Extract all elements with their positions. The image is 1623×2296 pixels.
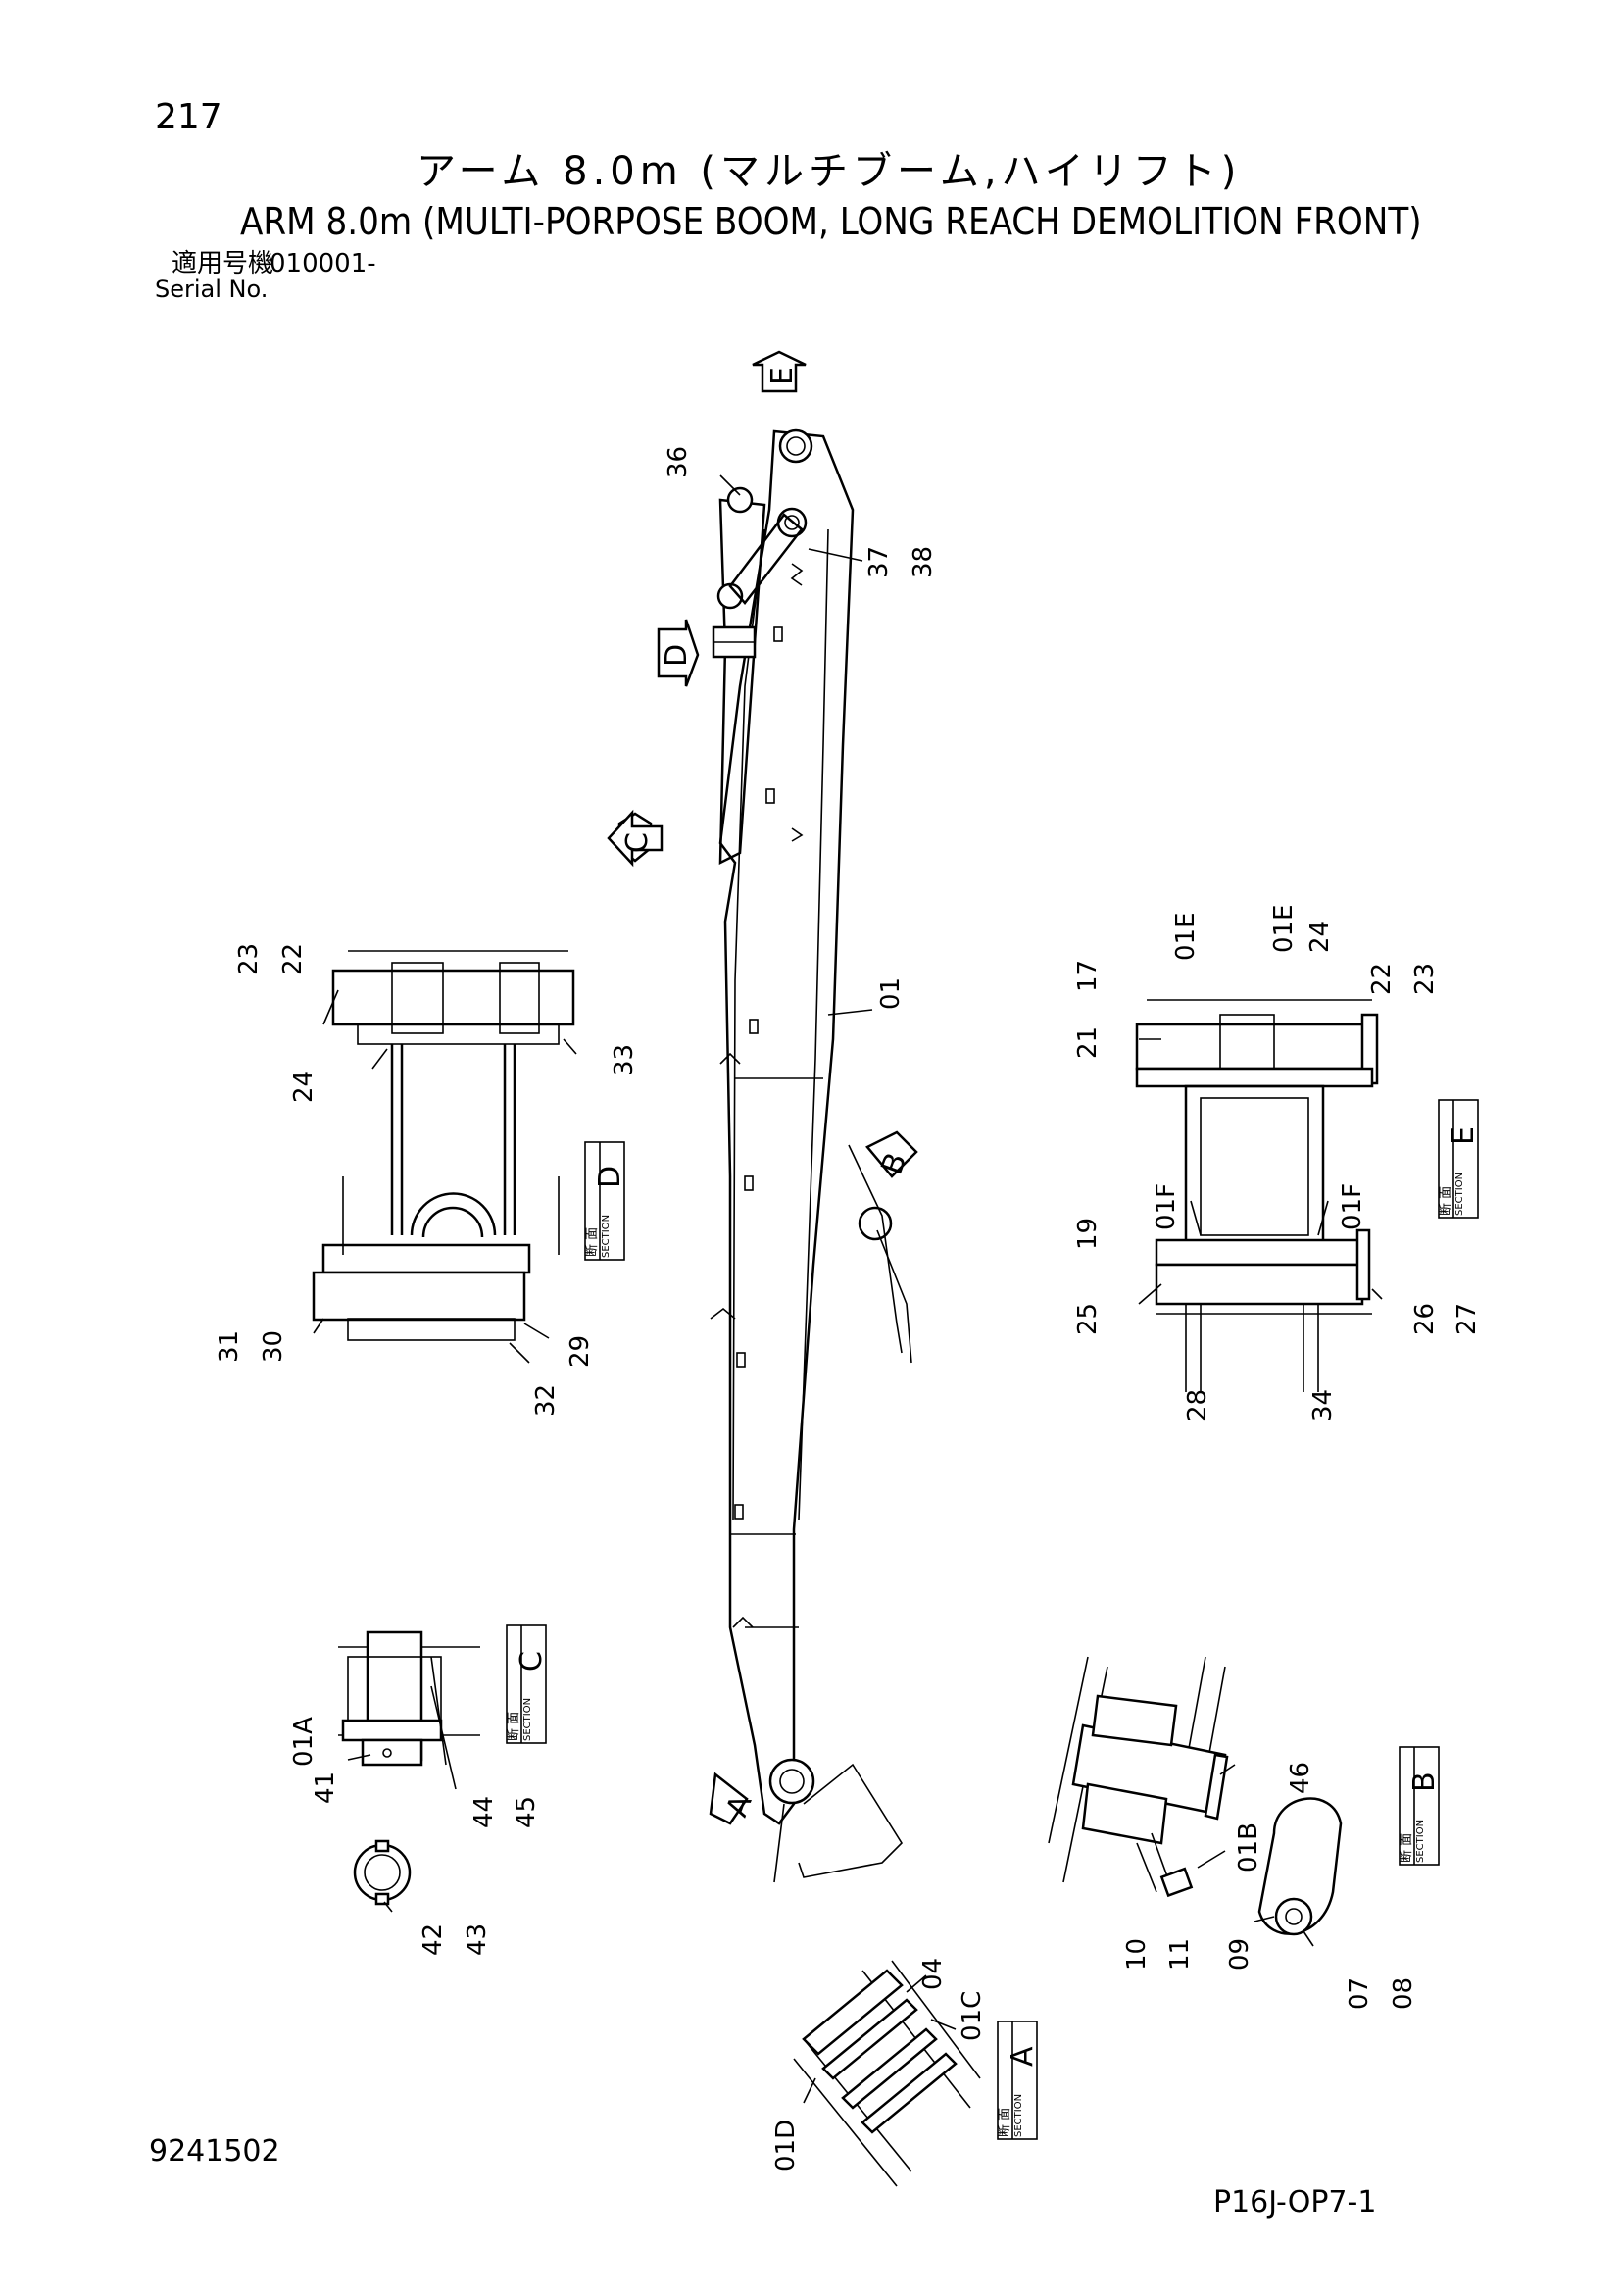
- part-label: 01C: [958, 1991, 987, 2041]
- part-label: 28: [1183, 1389, 1212, 1422]
- view-marker-e: E: [752, 350, 807, 393]
- part-label: 37: [864, 546, 894, 578]
- section-letter: B: [1407, 1772, 1442, 1792]
- part-label: 31: [215, 1330, 244, 1363]
- serial-value: 010001-: [270, 249, 376, 278]
- part-label: 32: [531, 1384, 561, 1417]
- view-marker-a: A: [709, 1772, 760, 1825]
- part-label: 38: [909, 546, 938, 578]
- section-d-view: [312, 950, 577, 1364]
- part-label: 23: [234, 943, 264, 975]
- section-label-jp: 断 面: [585, 1227, 600, 1257]
- section-c-tag: C 断 面 SECTION: [506, 1624, 549, 1744]
- view-letter: D: [660, 644, 694, 667]
- section-c-view: [338, 1630, 480, 1913]
- part-label: 01A: [289, 1717, 319, 1767]
- title-japanese: アーム 8.0m (マルチブーム,ハイリフト): [417, 149, 1242, 194]
- section-b-view: [1048, 1656, 1343, 1947]
- serial-label-japanese: 適用号機: [172, 249, 274, 278]
- section-a-tag: A 断 面 SECTION: [997, 2021, 1040, 2140]
- section-d-labels: 23 22 24 33 31 30 32 29: [215, 943, 639, 1417]
- part-label: 19: [1073, 1218, 1103, 1250]
- part-label: 34: [1308, 1389, 1338, 1422]
- part-label: 44: [469, 1796, 499, 1828]
- part-label: 23: [1410, 963, 1440, 995]
- view-marker-d: D: [657, 619, 700, 687]
- part-label: 24: [289, 1071, 319, 1103]
- document-number: 9241502: [149, 2134, 280, 2169]
- part-label: 01B: [1234, 1822, 1263, 1872]
- part-label: 36: [664, 446, 693, 478]
- section-letter: C: [515, 1651, 549, 1672]
- section-label-en: SECTION: [1415, 1820, 1426, 1863]
- part-label: 09: [1225, 1938, 1254, 1971]
- main-view-labels: 36 37 38 01: [664, 446, 938, 1010]
- section-d-tag: D 断 面 SECTION: [584, 1141, 627, 1261]
- section-label-en: SECTION: [1454, 1173, 1465, 1216]
- part-label: 22: [278, 943, 308, 975]
- section-label-jp: 断 面: [998, 2108, 1012, 2137]
- section-label-jp: 断 面: [1400, 1833, 1414, 1863]
- section-letter: E: [1447, 1126, 1481, 1145]
- part-label: 33: [610, 1044, 639, 1076]
- part-label: 22: [1367, 963, 1397, 995]
- section-label-jp: 断 面: [1439, 1186, 1453, 1216]
- view-letter: C: [620, 832, 655, 853]
- part-label: 11: [1165, 1938, 1195, 1971]
- part-label: 25: [1073, 1303, 1103, 1335]
- section-e-tag: E 断 面 SECTION: [1438, 1099, 1481, 1219]
- section-e-view: [1135, 999, 1383, 1392]
- section-b-labels: 46 01B 10 11 09 07 08: [1122, 1762, 1418, 2010]
- part-label: 41: [311, 1772, 340, 1804]
- part-label: 45: [512, 1796, 541, 1828]
- part-label: 21: [1073, 1026, 1103, 1059]
- part-label: 01F: [1152, 1183, 1181, 1230]
- section-b-tag: B 断 面 SECTION: [1399, 1746, 1442, 1866]
- title-english: ARM 8.0m (MULTI-PORPOSE BOOM, LONG REACH…: [240, 200, 1422, 243]
- arm-main-view: [710, 428, 912, 1883]
- view-letter: E: [765, 367, 800, 385]
- part-label: 30: [259, 1330, 288, 1363]
- part-label: 46: [1286, 1762, 1315, 1794]
- part-label: 43: [463, 1923, 492, 1956]
- view-marker-b: B: [865, 1130, 918, 1179]
- section-e-labels: 17 01E 01E 24 22 23 21 01F 01F 19 25 26 …: [1073, 904, 1482, 1422]
- serial-label-english: Serial No.: [155, 275, 269, 303]
- part-label: 01E: [1269, 904, 1299, 953]
- section-label-en: SECTION: [522, 1698, 533, 1741]
- part-label: 10: [1122, 1938, 1152, 1971]
- part-label: 42: [418, 1923, 448, 1956]
- section-label-jp: 断 面: [507, 1712, 521, 1741]
- part-label: 07: [1345, 1977, 1374, 2010]
- section-label-en: SECTION: [1013, 2094, 1024, 2137]
- part-label: 26: [1410, 1303, 1440, 1335]
- part-label: 04: [918, 1958, 948, 1990]
- section-a-view: [793, 1960, 981, 2187]
- part-label: 27: [1452, 1303, 1482, 1335]
- part-label: 29: [566, 1335, 595, 1368]
- part-label: 24: [1305, 921, 1335, 953]
- part-label: 01E: [1171, 912, 1201, 961]
- part-label: 01F: [1338, 1183, 1367, 1230]
- page-number: 217: [155, 97, 222, 137]
- part-label: 08: [1389, 1977, 1418, 2010]
- view-marker-c: C: [607, 809, 664, 868]
- section-label-en: SECTION: [601, 1215, 612, 1258]
- section-a-labels: 01D 04 01C: [771, 1958, 987, 2171]
- part-label: 01: [876, 977, 906, 1010]
- part-label: 17: [1073, 960, 1103, 992]
- section-letter: D: [593, 1166, 627, 1188]
- section-letter: A: [1006, 2046, 1040, 2067]
- sheet-code: P16J-OP7-1: [1213, 2185, 1377, 2220]
- part-label: 01D: [771, 2120, 801, 2171]
- section-c-labels: 01A 41 44 45 42 43: [289, 1717, 541, 1956]
